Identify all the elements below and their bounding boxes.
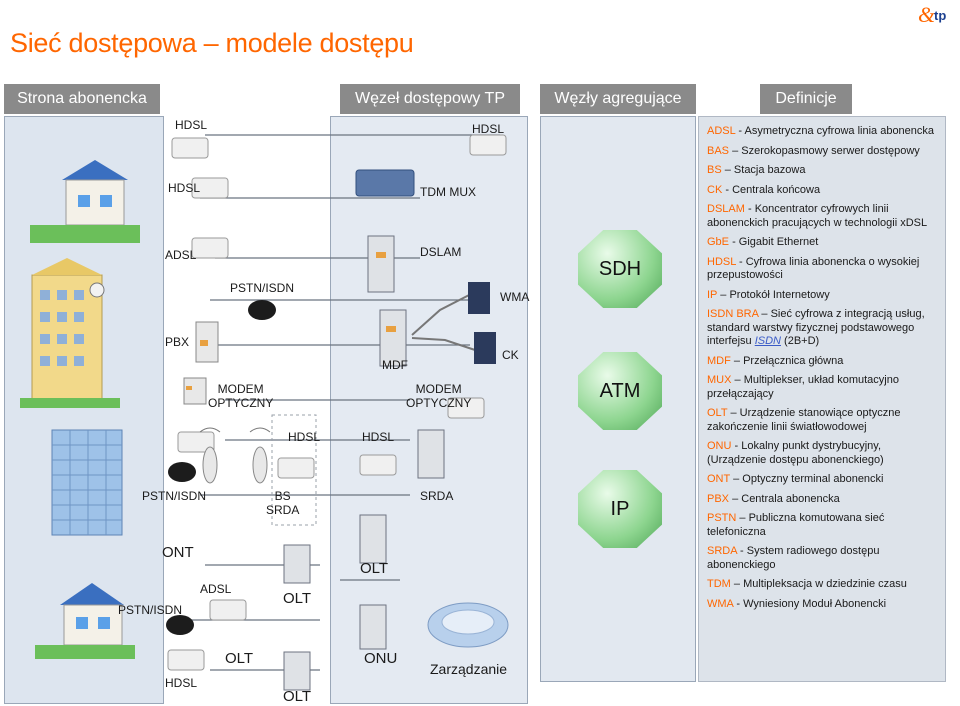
isdn-link[interactable]: ISDN [754, 335, 781, 347]
definition-item: ISDN BRA – Sieć cyfrowa z integracją usł… [707, 308, 925, 347]
dslam-rack-icon [367, 235, 407, 367]
label-hdsl: HDSL [168, 181, 201, 195]
label-zarzadzanie: Zarządzanie [430, 661, 508, 677]
house-icon [35, 583, 135, 659]
definition-item: OLT – Urządzenie stanowiące optyczne zak… [707, 407, 901, 433]
label-dslam: DSLAM [420, 245, 462, 259]
definition-item: HDSL - Cyfrowa linia abonencka o wysokie… [707, 255, 920, 282]
label-pbx: PBX [165, 335, 190, 349]
label-tdm-mux: TDM MUX [420, 185, 476, 199]
sdh-node: SDH [578, 230, 662, 308]
tp-logo: & tp [918, 2, 956, 34]
ip-node: IP [578, 470, 662, 548]
definition-item: PSTN – Publiczna komutowana sieć telefon… [707, 512, 885, 538]
definition-item: PBX – Centrala abonencka [707, 492, 840, 505]
panel-access-node [330, 116, 528, 704]
label-adsl: ADSL [200, 582, 232, 596]
label-bs-srda: BS SRDA [266, 489, 300, 517]
network-diagram [20, 134, 509, 691]
definition-item: MDF – Przełącznica główna [707, 354, 844, 367]
modem-icon [167, 134, 507, 671]
label-olt: OLT [283, 590, 312, 607]
label-olt: OLT [225, 650, 254, 667]
olt-rack-icon [283, 429, 445, 691]
label-hdsl: HDSL [175, 118, 208, 132]
header-wezly-agregujace: Węzły agregujące [540, 84, 696, 114]
label-ont: ONT [162, 544, 194, 561]
atm-node: ATM [578, 352, 662, 430]
definitions-panel: ADSL - Asymetryczna cyfrowa linia abonen… [698, 116, 946, 682]
label-adsl: ADSL [165, 248, 197, 262]
definition-item: IP – Protokół Internetowy [707, 288, 830, 301]
office-building-icon [51, 429, 123, 536]
definition-item: BS – Stacja bazowa [707, 164, 806, 176]
label-modem-optyczny: MODEM OPTYCZNY [208, 382, 274, 410]
label-srda: SRDA [420, 489, 454, 503]
definition-item: ONU - Lokalny punkt dystrybucyjny, (Urzą… [707, 440, 884, 466]
wifi-icon [89, 282, 105, 298]
label-modem-optyczny: MODEM OPTYCZNY [406, 382, 472, 410]
label-hdsl: HDSL [472, 122, 505, 136]
header-wezel-dostepowy: Węzeł dostępowy TP [340, 84, 520, 114]
label-ck: CK [502, 348, 519, 362]
label-olt: OLT [283, 688, 312, 705]
definition-item: CK - Centrala końcowa [707, 183, 821, 196]
ampersand-icon: & [918, 2, 936, 27]
house-icon [30, 160, 140, 243]
tdm-mux-icon [355, 169, 415, 197]
definition-item: SRDA - System radiowego dostępu abonenck… [707, 545, 880, 571]
page-title: Sieć dostępowa – modele dostępu [10, 28, 414, 58]
label-pstn-isdn: PSTN/ISDN [142, 489, 207, 503]
phone-icon [166, 300, 276, 635]
header-strona-abonencka: Strona abonencka [4, 84, 160, 114]
label-pstn-isdn: PSTN/ISDN [118, 603, 183, 617]
ck-icon [474, 332, 496, 364]
definition-item: DSLAM - Koncentrator cyfrowych linii abo… [707, 203, 928, 229]
definition-item: TDM – Multipleksacja w dziedzinie czasu [707, 578, 907, 590]
label-hdsl: HDSL [362, 430, 395, 444]
label-onu: ONU [364, 650, 398, 667]
logo-text: tp [934, 8, 947, 23]
office-building-icon [20, 258, 120, 408]
definition-item: ONT – Optyczny terminal abonencki [707, 473, 884, 485]
label-wma: WMA [500, 290, 530, 304]
pbx-icon [195, 321, 219, 363]
header-definicje: Definicje [760, 84, 852, 114]
label-hdsl: HDSL [165, 676, 198, 690]
antenna-icon [199, 427, 271, 484]
definition-item: GbE - Gigabit Ethernet [707, 236, 819, 248]
optical-modem-icon [183, 377, 207, 405]
definition-item: BAS – Szerokopasmowy serwer dostępowy [707, 144, 920, 157]
label-mdf: MDF [382, 358, 408, 372]
label-pstn-isdn: PSTN/ISDN [230, 281, 295, 295]
definition-item: MUX – Multiplekser, układ komutacyjno pr… [707, 374, 899, 400]
label-olt: OLT [360, 560, 389, 577]
definition-item: WMA - Wyniesiony Moduł Abonencki [707, 597, 887, 610]
definition-item: ADSL - Asymetryczna cyfrowa linia abonen… [707, 125, 935, 137]
label-hdsl: HDSL [288, 430, 321, 444]
wma-icon [468, 282, 490, 314]
management-icon [427, 602, 509, 648]
